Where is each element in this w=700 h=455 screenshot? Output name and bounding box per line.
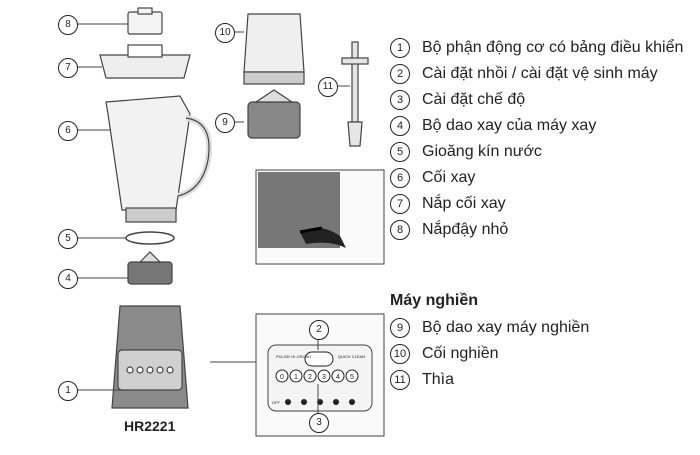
callout-2: 2 — [309, 320, 329, 340]
legend-text: Nắp cối xay — [422, 195, 506, 212]
cord-storage-inset — [255, 169, 385, 265]
gasket-illustration — [125, 231, 175, 245]
legend-text: Cài đặt chế độ — [422, 91, 526, 108]
small-lid-illustration — [127, 7, 163, 35]
callout-10: 10 — [215, 23, 235, 43]
panel-speed-5: 5 — [350, 374, 354, 381]
legend-text: Bộ phận động cơ có bảng điều khiển — [422, 39, 684, 56]
grinder-blade-illustration — [247, 89, 301, 139]
legend-number: 4 — [390, 116, 410, 136]
blade-unit-illustration — [127, 251, 173, 285]
legend-item: 8 Nắpđậy nhỏ — [390, 220, 695, 240]
legend-number: 2 — [390, 64, 410, 84]
grinder-legend: 9 Bộ dao xay máy nghiền 10 Cối nghiền 11… — [390, 318, 695, 396]
callout-3: 3 — [309, 413, 329, 433]
legend-item: 7 Nắp cối xay — [390, 194, 695, 214]
callout-6: 6 — [58, 121, 78, 141]
grinder-jar-illustration — [243, 13, 305, 85]
legend-number: 11 — [390, 370, 410, 390]
spoon-illustration — [341, 41, 369, 147]
legend-text: Cối xay — [422, 169, 476, 186]
legend-number: 1 — [390, 38, 410, 58]
legend-text: Cối nghiền — [422, 345, 499, 362]
callout-7: 7 — [58, 58, 78, 78]
legend-number: 6 — [390, 168, 410, 188]
panel-speed-labels: 0 1 2 3 4 5 — [280, 374, 354, 381]
blender-jar-illustration — [105, 95, 212, 223]
legend-text: Thìa — [422, 371, 455, 388]
panel-clean-label: QUICK CLEAN — [338, 354, 365, 359]
legend-item: 1 Bộ phận động cơ có bảng điều khiển — [390, 38, 695, 58]
callout-11: 11 — [318, 77, 338, 97]
legend-item: 3 Cài đặt chế độ — [390, 90, 695, 110]
panel-pulse-label: PULSE/ HI-CRUSH — [276, 354, 311, 359]
legend-item: 4 Bộ dao xay của máy xay — [390, 116, 695, 136]
callout-4: 4 — [58, 269, 78, 289]
legend-item: 6 Cối xay — [390, 168, 695, 188]
legend-item: 5 Gioăng kín nước — [390, 142, 695, 162]
blender-lid-illustration — [99, 44, 191, 79]
panel-speed-1: 1 — [294, 374, 298, 381]
legend-item: 2 Cài đặt nhồi / cài đặt vệ sinh máy — [390, 64, 695, 84]
callout-9: 9 — [215, 113, 235, 133]
legend-item: 9 Bộ dao xay máy nghiền — [390, 318, 695, 338]
parts-legend: 1 Bộ phận động cơ có bảng điều khiển 2 C… — [390, 38, 695, 246]
panel-speed-0: 0 — [280, 374, 284, 381]
legend-number: 7 — [390, 194, 410, 214]
legend-item: 11 Thìa — [390, 370, 695, 390]
legend-text: Bộ dao xay của máy xay — [422, 117, 597, 134]
legend-number: 8 — [390, 220, 410, 240]
panel-speed-4: 4 — [336, 374, 340, 381]
panel-speed-3: 3 — [322, 374, 326, 381]
callout-1: 1 — [58, 381, 78, 401]
panel-speed-2: 2 — [308, 374, 312, 381]
legend-text: Cài đặt nhồi / cài đặt vệ sinh máy — [422, 65, 658, 82]
legend-number: 3 — [390, 90, 410, 110]
legend-number: 10 — [390, 344, 410, 364]
legend-text: Bộ dao xay máy nghiền — [422, 319, 590, 336]
callout-8: 8 — [58, 15, 78, 35]
callout-lines — [76, 23, 350, 391]
legend-item: 10 Cối nghiền — [390, 344, 695, 364]
legend-text: Gioăng kín nước — [422, 143, 542, 160]
motor-base-illustration — [111, 305, 189, 409]
legend-number: 5 — [390, 142, 410, 162]
callout-5: 5 — [58, 229, 78, 249]
model-label: HR2221 — [124, 418, 176, 434]
legend-number: 9 — [390, 318, 410, 338]
panel-off-label: OFF — [272, 400, 281, 405]
legend-text: Nắpđậy nhỏ — [422, 221, 509, 238]
grinder-section-title: Máy nghiền — [390, 292, 479, 309]
